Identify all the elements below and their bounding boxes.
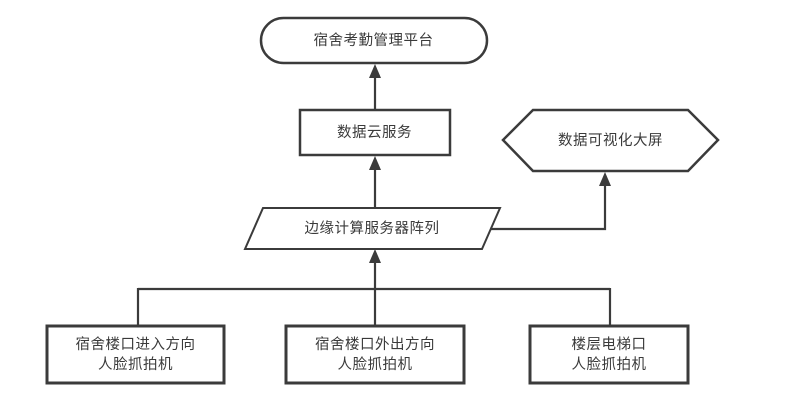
platform-node-label: 宿舍考勤管理平台 xyxy=(313,32,434,49)
edge-servers-node-label: 边缘计算服务器阵列 xyxy=(304,220,440,237)
camera-elevator-node-label: 楼层电梯口 人脸抓拍机 xyxy=(571,336,647,373)
edge-servers-node-shape xyxy=(243,207,502,250)
visualization-screen-node-label: 数据可视化大屏 xyxy=(558,132,663,149)
camera-entry-node-label: 宿舍楼口进入方向 人脸抓拍机 xyxy=(75,336,196,373)
arrow-edge-to-screen-line xyxy=(490,185,607,231)
arrowhead-to-screen xyxy=(599,172,611,186)
platform-node-shape xyxy=(259,16,489,65)
arrowhead-to-cloud xyxy=(369,156,381,170)
camera-entry-node-shape xyxy=(45,324,226,385)
camera-exit-node-shape xyxy=(284,324,466,385)
arrowhead-to-edge xyxy=(369,249,381,263)
camera-exit-node-label: 宿舍楼口外出方向 人脸抓拍机 xyxy=(315,336,435,373)
cloud-service-node-shape xyxy=(298,108,452,157)
arrowhead-to-platform xyxy=(369,64,381,78)
camera-elevator-node-shape xyxy=(528,324,690,385)
visualization-screen-node-shape xyxy=(501,108,720,173)
cloud-service-node-label: 数据云服务 xyxy=(337,124,412,141)
